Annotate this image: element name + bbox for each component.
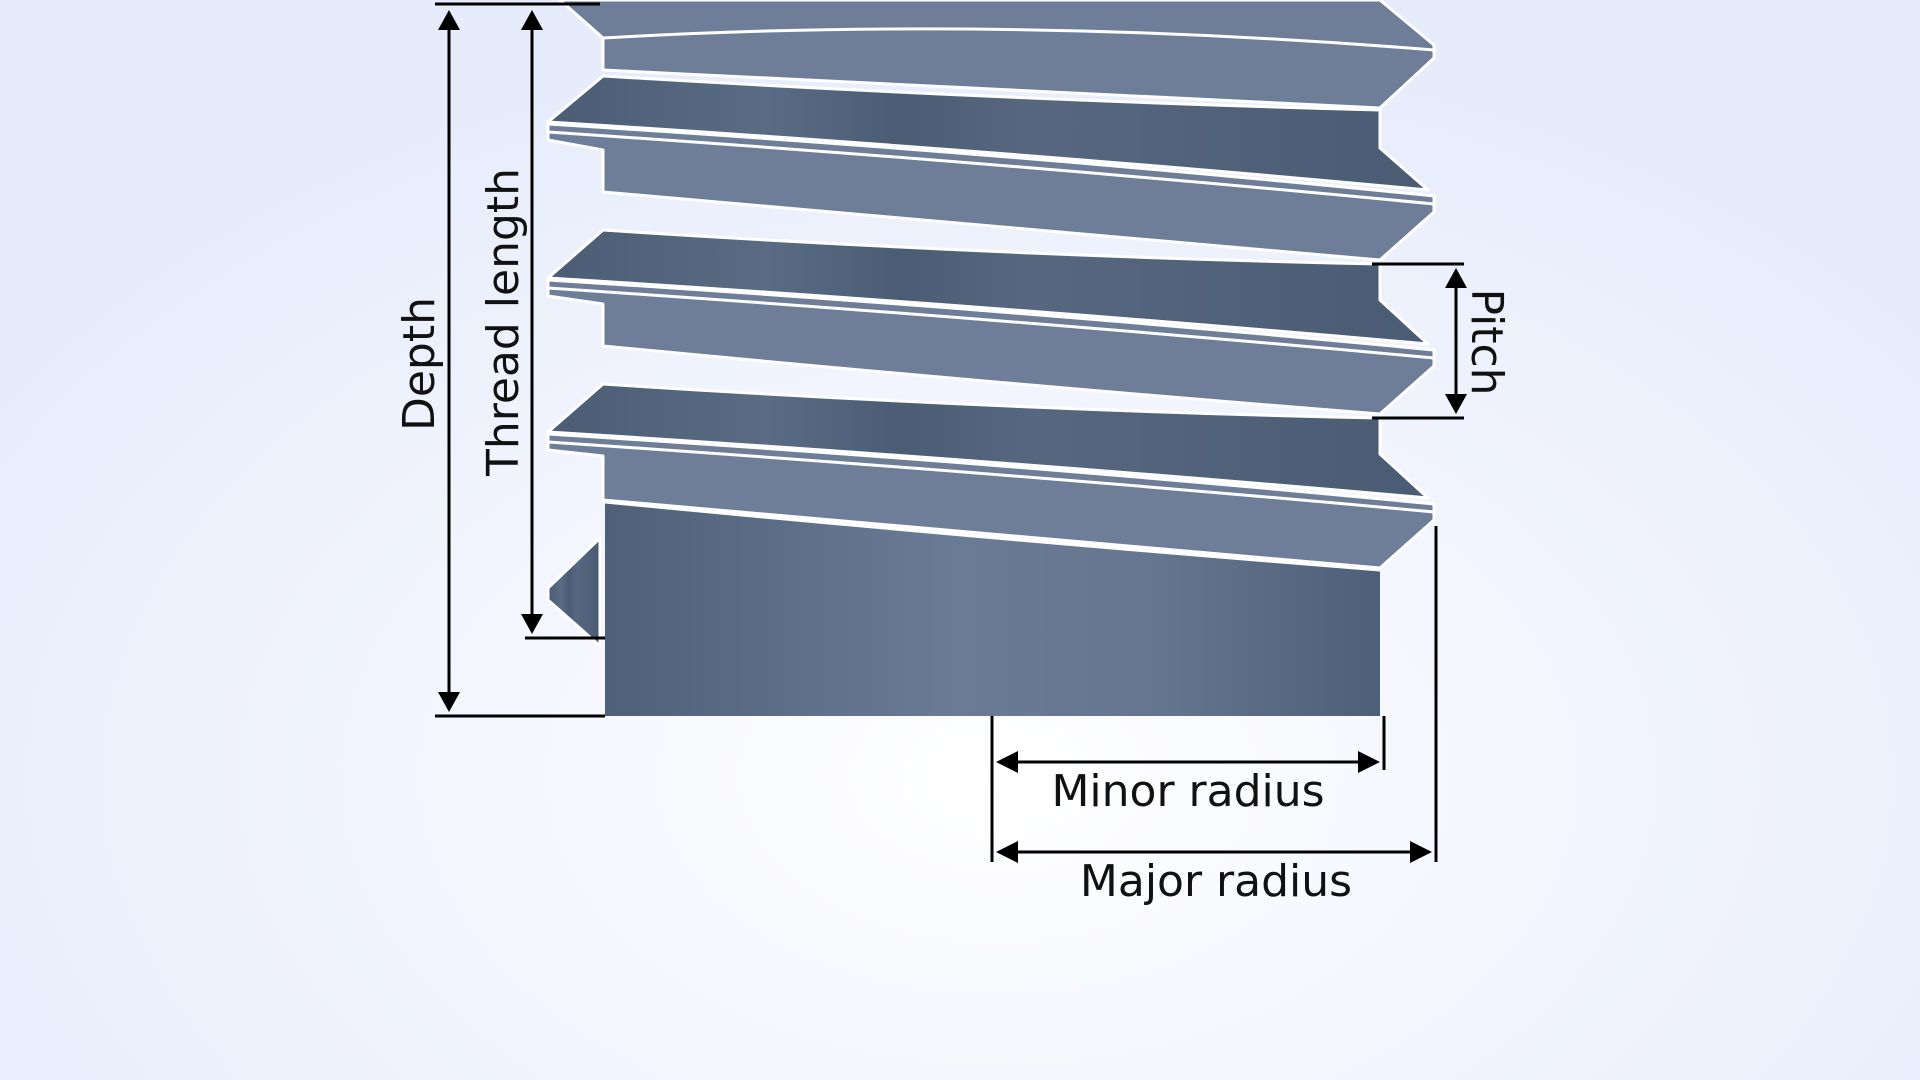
thread-crest: [546, 432, 1436, 570]
thread-crest-line: [602, 27, 1435, 52]
thread-crest-line: [547, 440, 1435, 514]
thread-crest-line: [547, 286, 1435, 360]
arrowhead-up: [1445, 268, 1467, 288]
arrowhead-down: [1445, 394, 1467, 414]
depth-label: Depth: [394, 297, 445, 431]
arrowhead-down: [438, 692, 460, 712]
thread-length-dimension: Thread length: [478, 10, 605, 640]
arrowhead-right: [1358, 751, 1380, 773]
pitch-label: Pitch: [1461, 288, 1512, 395]
thread-crest: [546, 122, 1436, 262]
thread-crest-line: [547, 130, 1435, 206]
thread-flank: [546, 74, 1430, 192]
arrowhead-up: [521, 10, 543, 30]
arrowhead-left: [996, 751, 1018, 773]
thread-length-label: Thread length: [478, 168, 529, 477]
thread-crest-line: [604, 500, 1381, 572]
minor-radius-label: Minor radius: [1051, 766, 1324, 817]
pitch-dimension: Pitch: [1372, 262, 1512, 420]
screw-thread-body: [546, 0, 1436, 716]
depth-dimension: Depth: [394, 2, 605, 718]
minor-radius-dimension: Minor radius: [990, 716, 1386, 862]
thread-flank: [546, 228, 1430, 346]
major-radius-dimension: Major radius: [996, 526, 1438, 907]
thread-crest: [546, 278, 1436, 416]
thread-flank: [546, 382, 1430, 500]
arrowhead-right: [1410, 841, 1432, 863]
thread-tip: [546, 536, 602, 648]
arrowhead-up: [438, 10, 460, 30]
major-radius-label: Major radius: [1080, 856, 1352, 907]
arrowhead-left: [996, 841, 1018, 863]
thread-crest-top: [558, 0, 1436, 110]
arrowhead-down: [521, 614, 543, 634]
